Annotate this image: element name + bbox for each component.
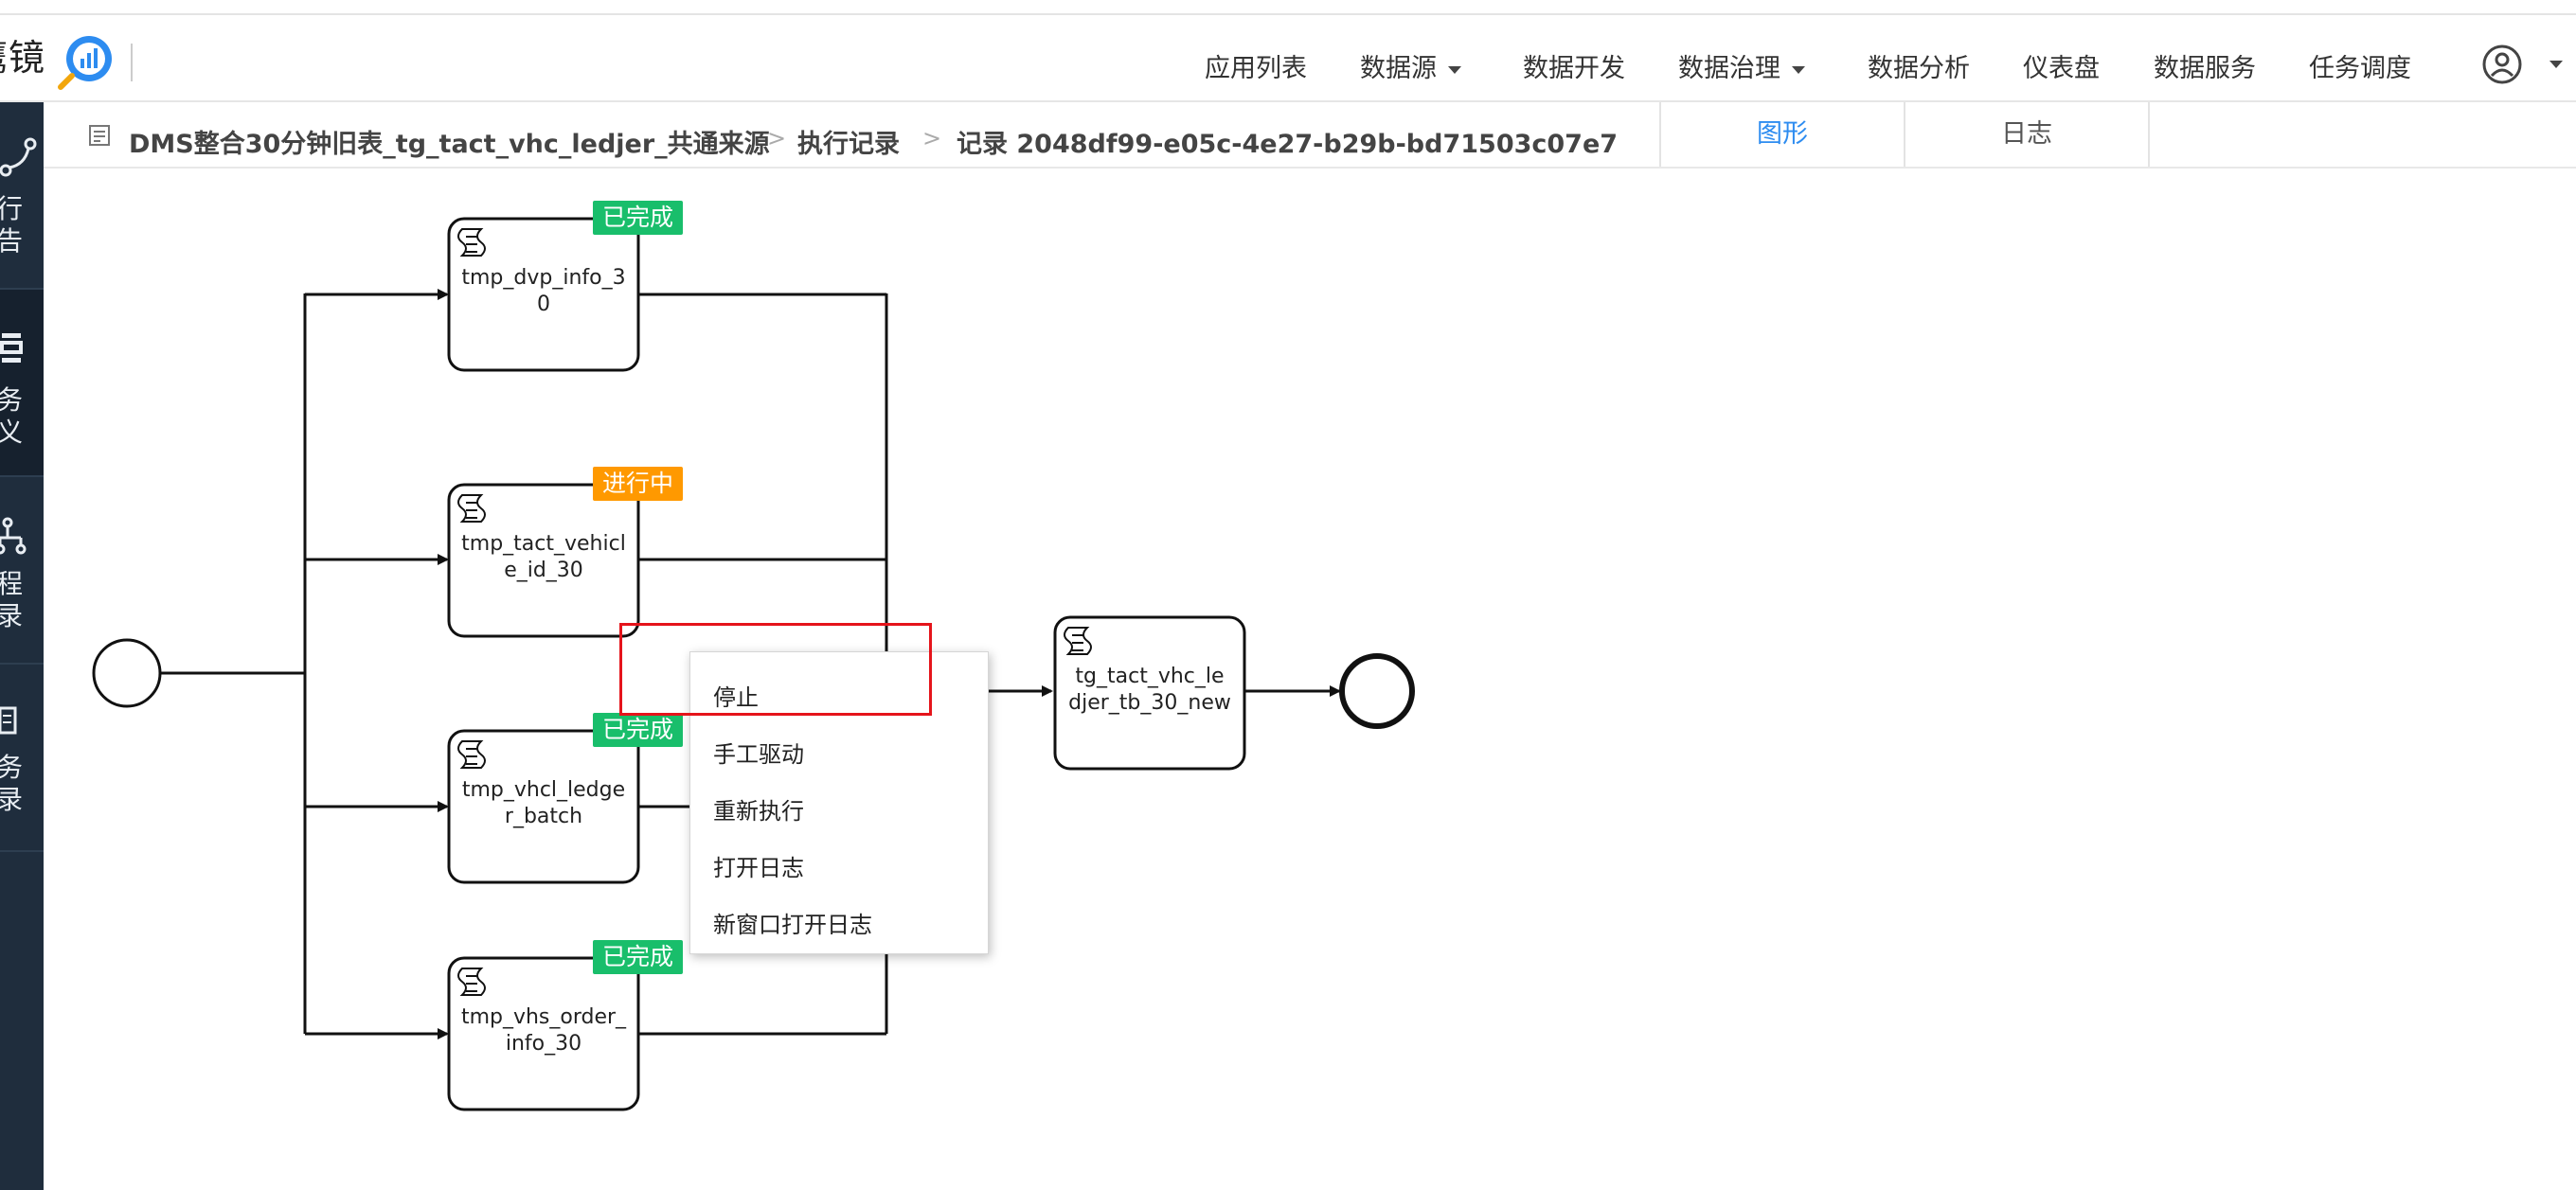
task-node-label: tmp_tact_vehicl e_id_30 — [461, 532, 626, 582]
context-menu-open-log[interactable]: 打开日志 — [713, 855, 804, 881]
nav-task-scheduling[interactable]: 任务调度 — [2309, 54, 2411, 83]
status-badge: 进行中 — [593, 467, 684, 501]
script-task-icon — [457, 494, 486, 523]
task-node-vhs-order[interactable] — [447, 956, 640, 1111]
sidebar-item-task-record[interactable]: 务录 — [0, 665, 44, 852]
chevron-down-icon — [1448, 65, 1461, 74]
sidebar-item-label: 务录 — [0, 752, 24, 815]
logo-text: 鹰镜 — [0, 37, 46, 79]
logo-divider — [131, 44, 133, 81]
app-header: 鹰镜 应用列表 数据源 数据开发 数据治理 数据分析 仪表盘 数据服务 任务调度 — [0, 15, 2576, 102]
document-icon — [89, 125, 110, 146]
task-node-dvp-info[interactable] — [447, 217, 640, 372]
user-avatar-icon[interactable] — [2481, 44, 2523, 85]
task-node-vhcl-ledger[interactable] — [447, 729, 640, 884]
top-nav: 应用列表 数据源 数据开发 数据治理 数据分析 仪表盘 数据服务 任务调度 — [0, 15, 2576, 100]
breadcrumb-separator: > — [767, 125, 787, 151]
task-node-label: tg_tact_vhc_le djer_tb_30_new — [1068, 665, 1231, 715]
script-task-icon — [457, 228, 486, 257]
sidebar-item-label: 行告 — [0, 193, 24, 257]
context-menu-manual-drive[interactable]: 手工驱动 — [713, 741, 804, 768]
context-menu: 停止 手工驱动 重新执行 打开日志 新窗口打开日志 — [689, 651, 989, 954]
nav-data-dev[interactable]: 数据开发 — [1523, 54, 1625, 83]
nav-data-service[interactable]: 数据服务 — [2154, 54, 2256, 83]
task-definition-icon — [0, 333, 23, 363]
nav-app-list[interactable]: 应用列表 — [1205, 54, 1307, 83]
top-strip — [0, 0, 2576, 15]
flow-branch-icon — [0, 137, 37, 177]
script-task-icon — [457, 968, 486, 996]
nav-data-governance[interactable]: 数据治理 — [1678, 47, 1805, 84]
task-node-tact-vehicle[interactable] — [447, 483, 640, 638]
script-task-icon — [1064, 627, 1092, 655]
sidebar: 行告 务义 程录 务录 — [0, 102, 44, 1190]
user-menu-chevron-icon[interactable] — [2549, 61, 2563, 68]
nav-data-analysis[interactable]: 数据分析 — [1868, 54, 1970, 83]
status-badge: 已完成 — [593, 713, 684, 747]
status-badge: 已完成 — [593, 940, 684, 974]
sidebar-item-run-report[interactable]: 行告 — [0, 102, 44, 290]
task-record-icon — [0, 706, 17, 735]
breadcrumb-workflow[interactable]: DMS整合30分钟旧表_tg_tact_vhc_ledjer_共通来源 — [129, 130, 770, 159]
breadcrumb-exec-records[interactable]: 执行记录 — [797, 130, 900, 159]
flow-canvas: tmp_dvp_info_3 0 tmp_tact_vehicl e_id_30… — [44, 169, 2576, 1190]
sidebar-item-task-definition[interactable]: 务义 — [0, 290, 44, 477]
context-menu-stop[interactable]: 停止 — [713, 684, 759, 711]
tab-log[interactable]: 日志 — [1904, 102, 2148, 167]
start-event[interactable] — [92, 638, 162, 708]
breadcrumb-bar: DMS整合30分钟旧表_tg_tact_vhc_ledjer_共通来源 > 执行… — [44, 102, 2576, 169]
task-node-label: tmp_vhcl_ledge r_batch — [461, 778, 626, 828]
context-menu-rerun[interactable]: 重新执行 — [713, 798, 804, 825]
task-node-label: tmp_dvp_info_3 0 — [461, 266, 626, 316]
sidebar-item-process-record[interactable]: 程录 — [0, 477, 44, 665]
process-record-icon — [0, 517, 27, 555]
nav-datasource[interactable]: 数据源 — [1360, 47, 1461, 84]
status-badge: 已完成 — [593, 201, 684, 235]
flow-diagram — [92, 217, 1415, 1111]
logo-chart-icon — [58, 36, 112, 90]
breadcrumb-separator: > — [922, 125, 942, 151]
sidebar-item-label: 务义 — [0, 384, 24, 448]
tab-graph[interactable]: 图形 — [1659, 102, 1904, 167]
task-node-final[interactable] — [1053, 615, 1246, 771]
end-event[interactable] — [1339, 653, 1415, 729]
highlight-box — [619, 623, 932, 716]
sidebar-item-label: 程录 — [0, 568, 24, 631]
nav-dashboard[interactable]: 仪表盘 — [2023, 54, 2100, 83]
tab-divider — [2148, 102, 2150, 167]
task-node-label: tmp_vhs_order_ info_30 — [460, 1005, 627, 1056]
breadcrumb-current-record: 记录 2048df99-e05c-4e27-b29b-bd71503c07e7 — [957, 130, 1619, 159]
script-task-icon — [457, 740, 486, 769]
context-menu-open-log-new-window[interactable]: 新窗口打开日志 — [713, 912, 872, 938]
chevron-down-icon — [1792, 65, 1805, 74]
